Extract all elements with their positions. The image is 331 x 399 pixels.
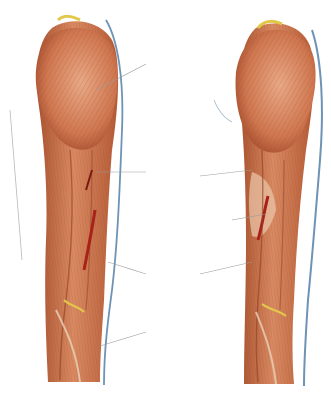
leader-line-4b (200, 262, 252, 274)
right-thin-nerve (214, 100, 232, 122)
left-nerve-top (58, 16, 80, 20)
left-arm-figure (10, 16, 122, 385)
left-thin-nerve (10, 110, 22, 260)
leader-line-2b (200, 170, 252, 176)
right-arm-figure (214, 21, 322, 386)
